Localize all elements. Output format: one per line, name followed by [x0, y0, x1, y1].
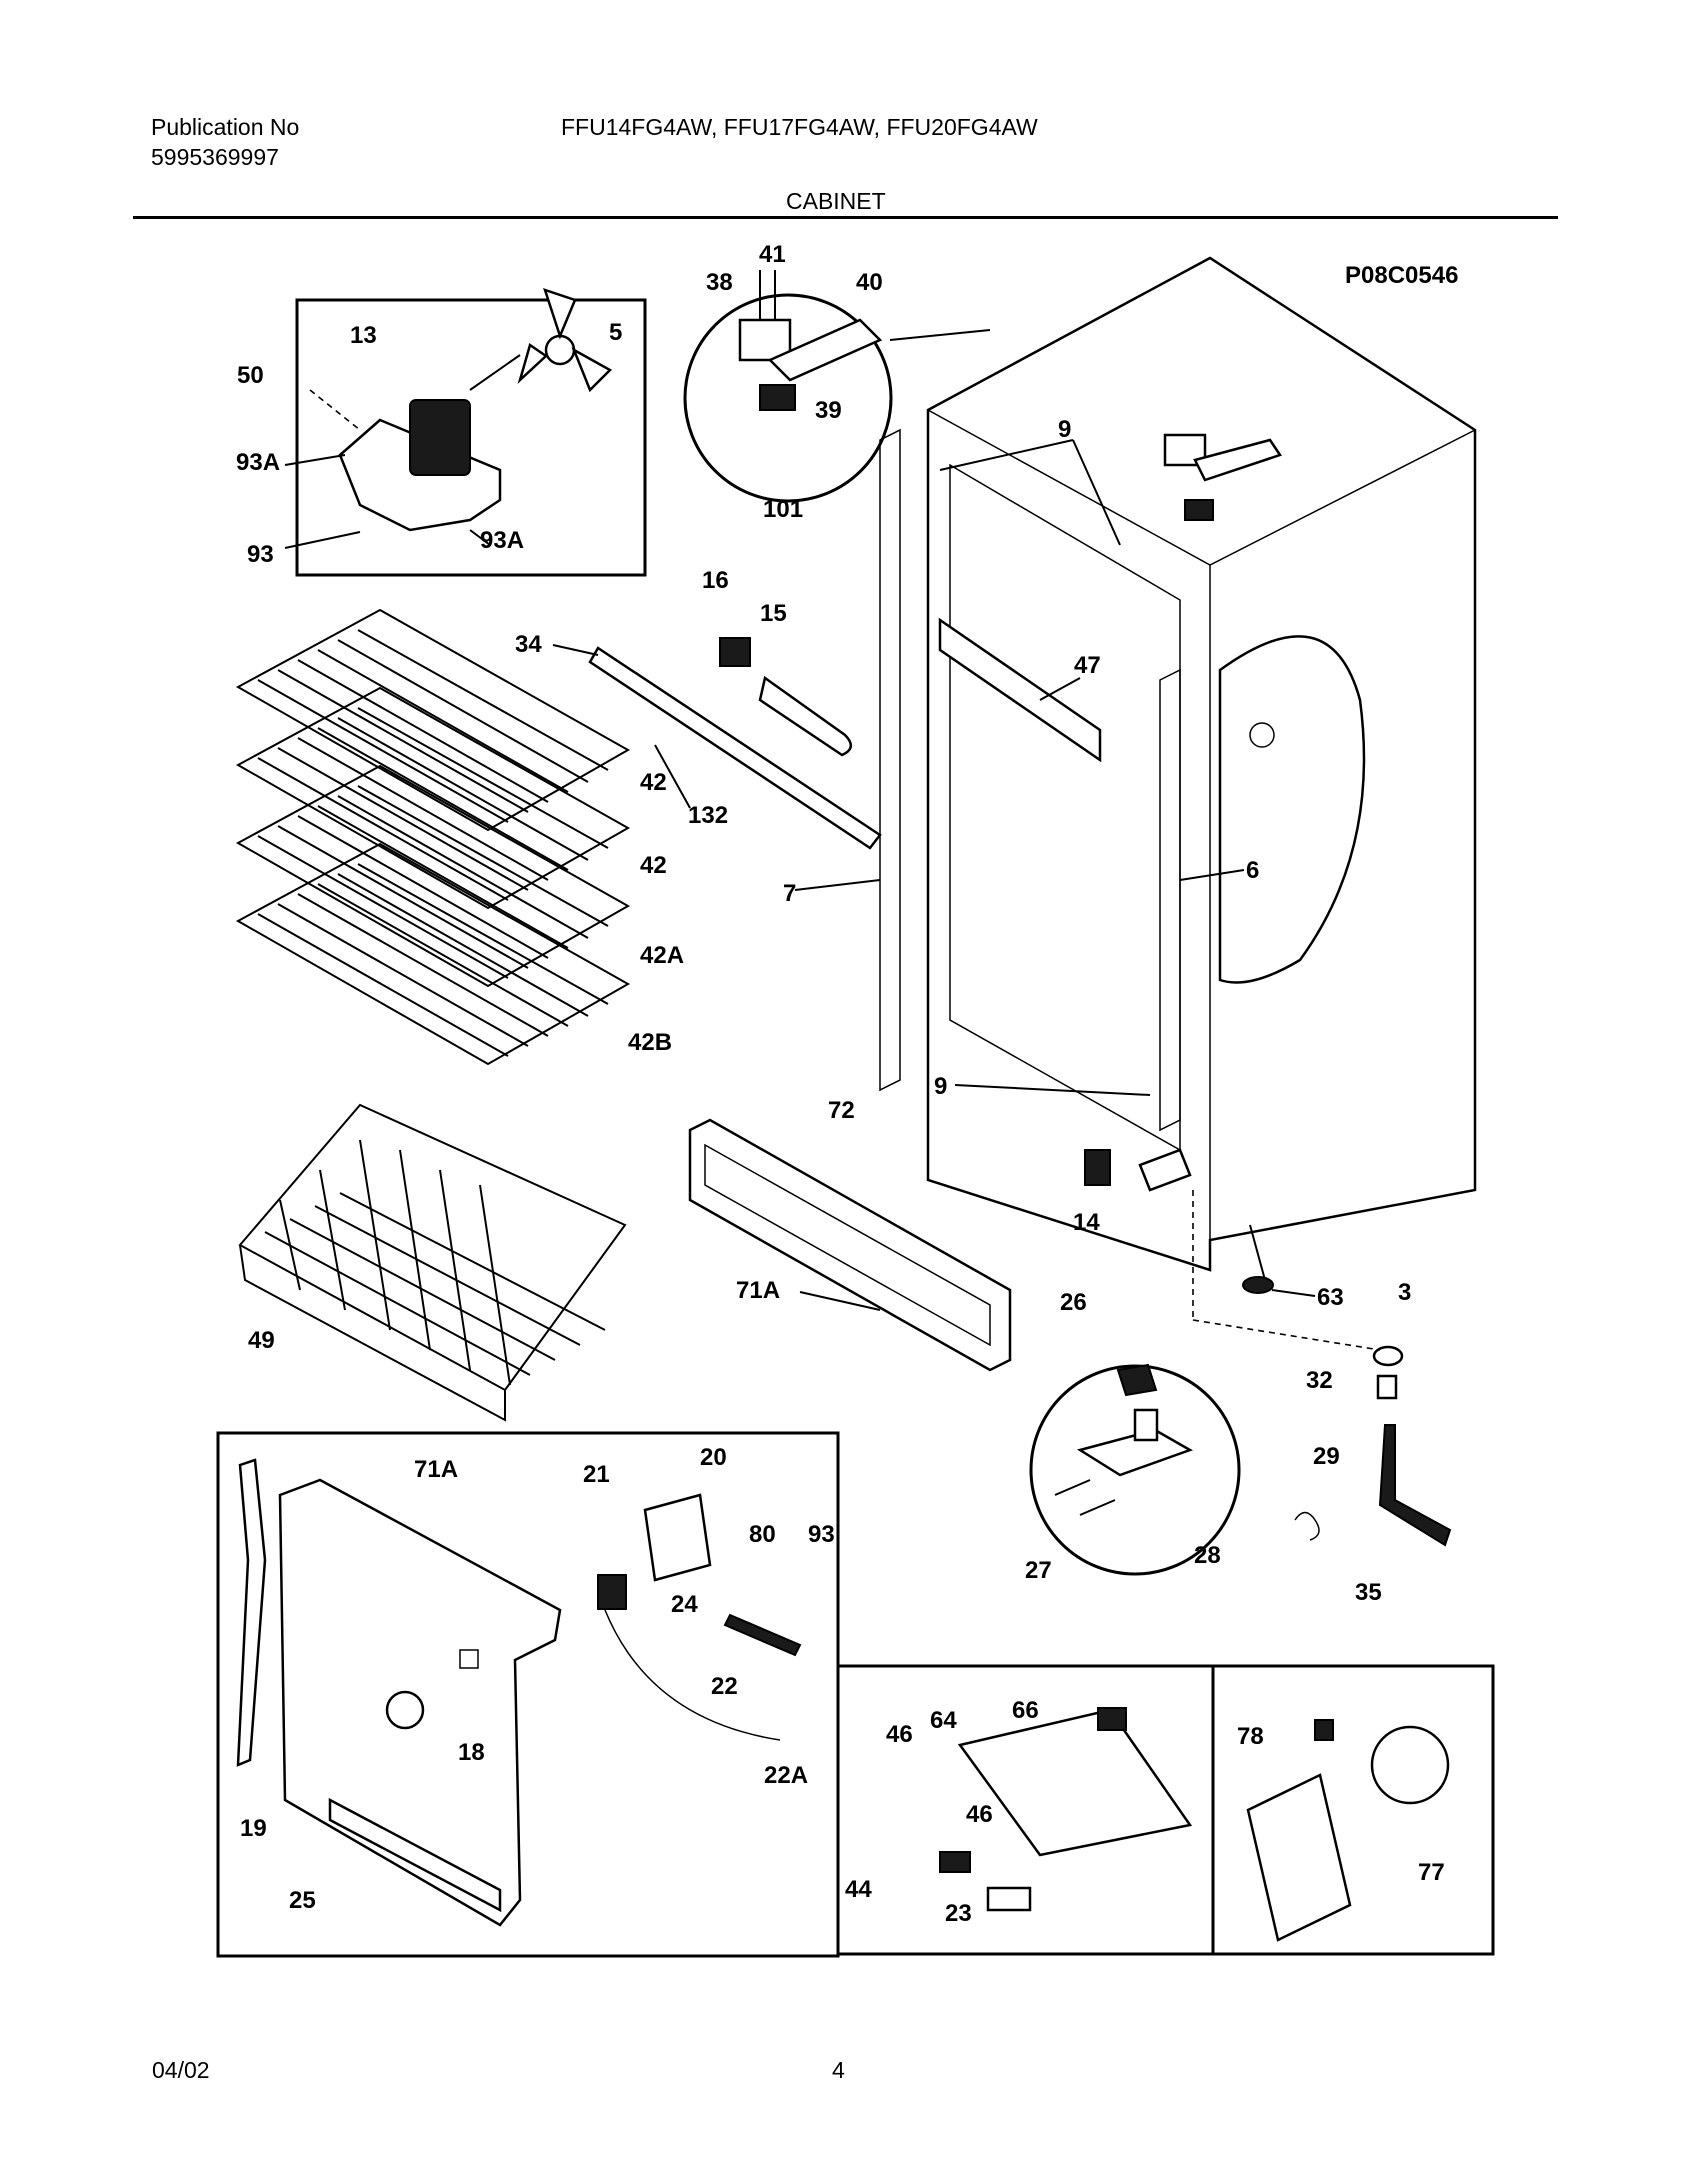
label-9: 9 — [1058, 416, 1071, 443]
label-41: 41 — [759, 241, 786, 268]
label-93: 93 — [247, 541, 274, 568]
label-78: 78 — [1237, 1723, 1264, 1750]
door-handle-29 — [1378, 1424, 1452, 1547]
label-39: 39 — [815, 397, 842, 424]
label-42B: 42B — [628, 1029, 672, 1056]
label-40: 40 — [856, 269, 883, 296]
label-34: 34 — [515, 631, 542, 658]
label-64: 64 — [930, 1707, 957, 1734]
shelf-42A — [235, 764, 631, 988]
label-27: 27 — [1025, 1557, 1052, 1584]
alarm-inset — [1211, 1664, 1495, 1956]
label-18: 18 — [458, 1739, 485, 1766]
fan-motor-inset — [284, 288, 647, 577]
label-32: 32 — [1306, 1367, 1333, 1394]
label-49: 49 — [248, 1327, 275, 1354]
label-25: 25 — [289, 1887, 316, 1914]
label-28: 28 — [1194, 1542, 1221, 1569]
label-9: 9 — [934, 1073, 947, 1100]
label-20: 20 — [700, 1444, 727, 1471]
power-switch-44 — [939, 1851, 971, 1873]
alarm-buzzer-77 — [1370, 1725, 1450, 1805]
label-47: 47 — [1074, 652, 1101, 679]
light-bulb — [758, 675, 852, 757]
label-6: 6 — [1246, 857, 1259, 884]
label-42: 42 — [640, 852, 667, 879]
label-132: 132 — [688, 802, 728, 829]
label-80: 80 — [749, 1521, 776, 1548]
label-71A: 71A — [414, 1456, 458, 1483]
control-housing-64 — [957, 1708, 1193, 1857]
label-42A: 42A — [640, 942, 684, 969]
label-46: 46 — [886, 1721, 913, 1748]
label-7: 7 — [783, 880, 796, 907]
leveling-leg — [1242, 1276, 1274, 1294]
label-42: 42 — [640, 769, 667, 796]
rear-panel-inset — [216, 1431, 840, 1958]
alarm-module-78 — [1246, 1773, 1352, 1942]
fan-motor — [409, 399, 471, 476]
label-24: 24 — [671, 1591, 698, 1618]
freezer-cabinet — [879, 256, 1477, 1272]
label-71A: 71A — [736, 1277, 780, 1304]
label-26: 26 — [1060, 1289, 1087, 1316]
label-16: 16 — [702, 567, 729, 594]
light-switch-66 — [1097, 1707, 1127, 1731]
label-93A: 93A — [236, 449, 280, 476]
label-93A: 93A — [480, 527, 524, 554]
heater-22 — [723, 1613, 802, 1657]
fan-blade — [517, 288, 613, 393]
label-14: 14 — [1073, 1209, 1100, 1236]
page-number: 4 — [832, 2057, 845, 2083]
label-3: 3 — [1398, 1279, 1411, 1306]
footer-date: 04/02 — [152, 2057, 210, 2083]
header-rule — [133, 216, 1558, 219]
label-46: 46 — [966, 1801, 993, 1828]
label-50: 50 — [237, 362, 264, 389]
label-29: 29 — [1313, 1443, 1340, 1470]
top-hinge-detail — [683, 270, 893, 503]
shelf-42-upper — [235, 608, 631, 832]
lower-hinge-parts — [1084, 1148, 1274, 1294]
label-21: 21 — [583, 1461, 610, 1488]
label-72: 72 — [828, 1097, 855, 1124]
bottom-hinge-detail — [1029, 1363, 1241, 1576]
shelf-42-middle — [235, 686, 631, 910]
diagram-code: P08C0546 — [1345, 262, 1458, 289]
publication-number: 5995369997 — [151, 144, 279, 170]
label-19: 19 — [240, 1815, 267, 1842]
label-13: 13 — [350, 322, 377, 349]
label-22: 22 — [711, 1673, 738, 1700]
label-35: 35 — [1355, 1579, 1382, 1606]
label-23: 23 — [945, 1900, 972, 1927]
section-title: CABINET — [786, 188, 886, 214]
label-22A: 22A — [764, 1762, 808, 1789]
knob-20 — [643, 1493, 712, 1582]
label-44: 44 — [845, 1876, 872, 1903]
gasket-19 — [236, 1458, 267, 1767]
label-66: 66 — [1012, 1697, 1039, 1724]
light-socket — [719, 637, 751, 667]
shelf-42B — [235, 842, 631, 1066]
thermostat-21 — [597, 1574, 627, 1610]
label-63: 63 — [1317, 1284, 1344, 1311]
label-93: 93 — [808, 1521, 835, 1548]
model-numbers: FFU14FG4AW, FFU17FG4AW, FFU20FG4AW — [561, 114, 1038, 140]
wire-shelves — [235, 608, 631, 1066]
light-assembly — [588, 637, 882, 850]
basket-49 — [238, 1103, 627, 1422]
kickplate-72 — [688, 1118, 1012, 1372]
label-15: 15 — [760, 600, 787, 627]
publication-label: Publication No — [151, 114, 300, 140]
label-101: 101 — [763, 496, 803, 523]
label-5: 5 — [609, 319, 622, 346]
label-77: 77 — [1418, 1859, 1445, 1886]
lamp-23 — [986, 1886, 1032, 1912]
label-38: 38 — [706, 269, 733, 296]
